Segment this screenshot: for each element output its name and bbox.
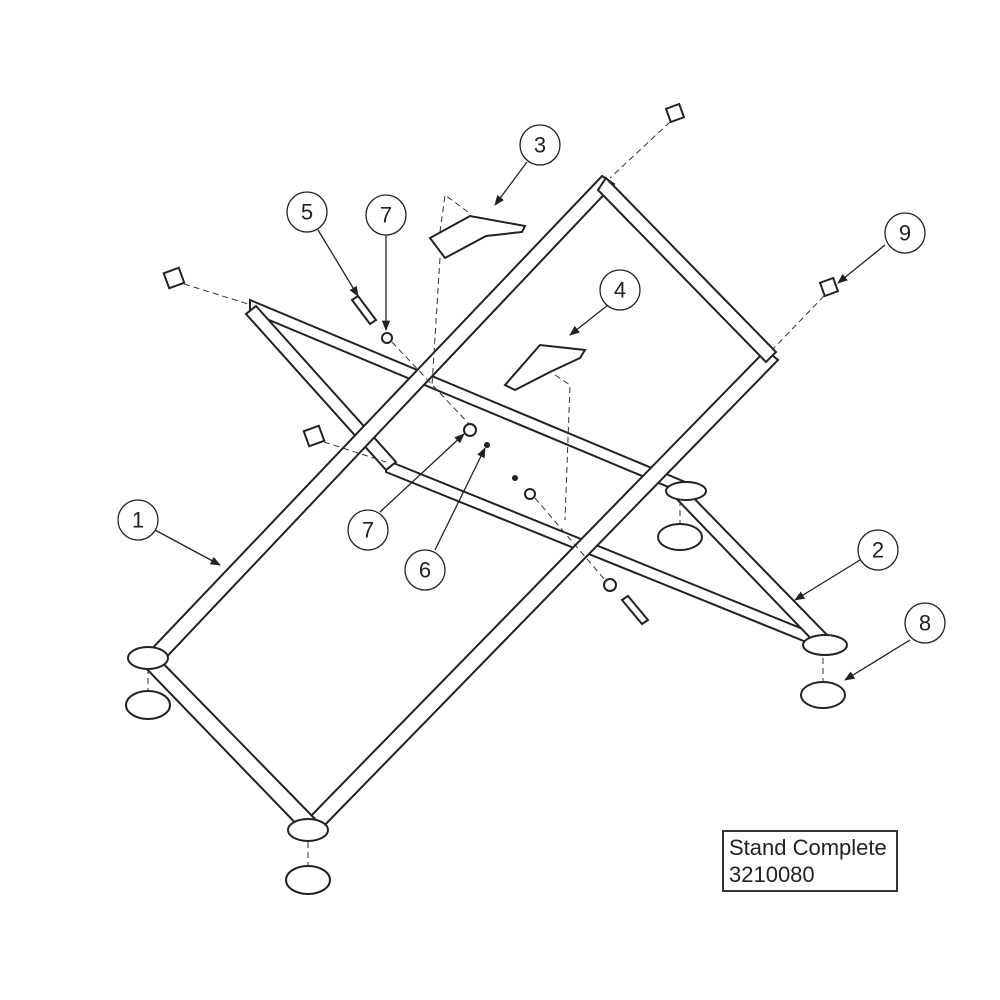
bolts-washers-nuts: [350, 294, 650, 626]
callout-9: 9: [884, 212, 926, 254]
callout-number: 1: [132, 508, 144, 533]
leader-lines: [154, 161, 911, 681]
callout-1: 1: [117, 499, 159, 541]
title-box: Stand Complete 3210080: [722, 830, 898, 892]
callout-3: 3: [519, 124, 561, 166]
callout-number: 9: [899, 221, 911, 246]
callout-7-top: 7: [365, 194, 407, 236]
callout-5: 5: [286, 191, 328, 233]
callout-number: 6: [419, 558, 431, 583]
callout-number: 4: [614, 278, 626, 303]
callout-number: 7: [362, 518, 374, 543]
callout-4: 4: [599, 269, 641, 311]
frame-2: [244, 298, 848, 656]
part-number: 3210080: [729, 862, 815, 887]
assembly-name: Stand Complete: [729, 835, 887, 860]
callout-number: 7: [380, 203, 392, 228]
foot-pads: [125, 500, 846, 895]
callout-2: 2: [857, 529, 899, 571]
callout-7-bottom: 7: [347, 509, 389, 551]
callout-8: 8: [904, 602, 946, 644]
callout-number: 5: [301, 200, 313, 225]
bracket-3: [428, 194, 527, 386]
callout-number: 3: [534, 133, 546, 158]
bracket-4: [503, 343, 587, 521]
callout-6: 6: [404, 549, 446, 591]
callout-number: 8: [919, 611, 931, 636]
callout-number: 2: [872, 538, 884, 563]
end-caps: [162, 102, 840, 463]
frame-1: [127, 174, 780, 842]
